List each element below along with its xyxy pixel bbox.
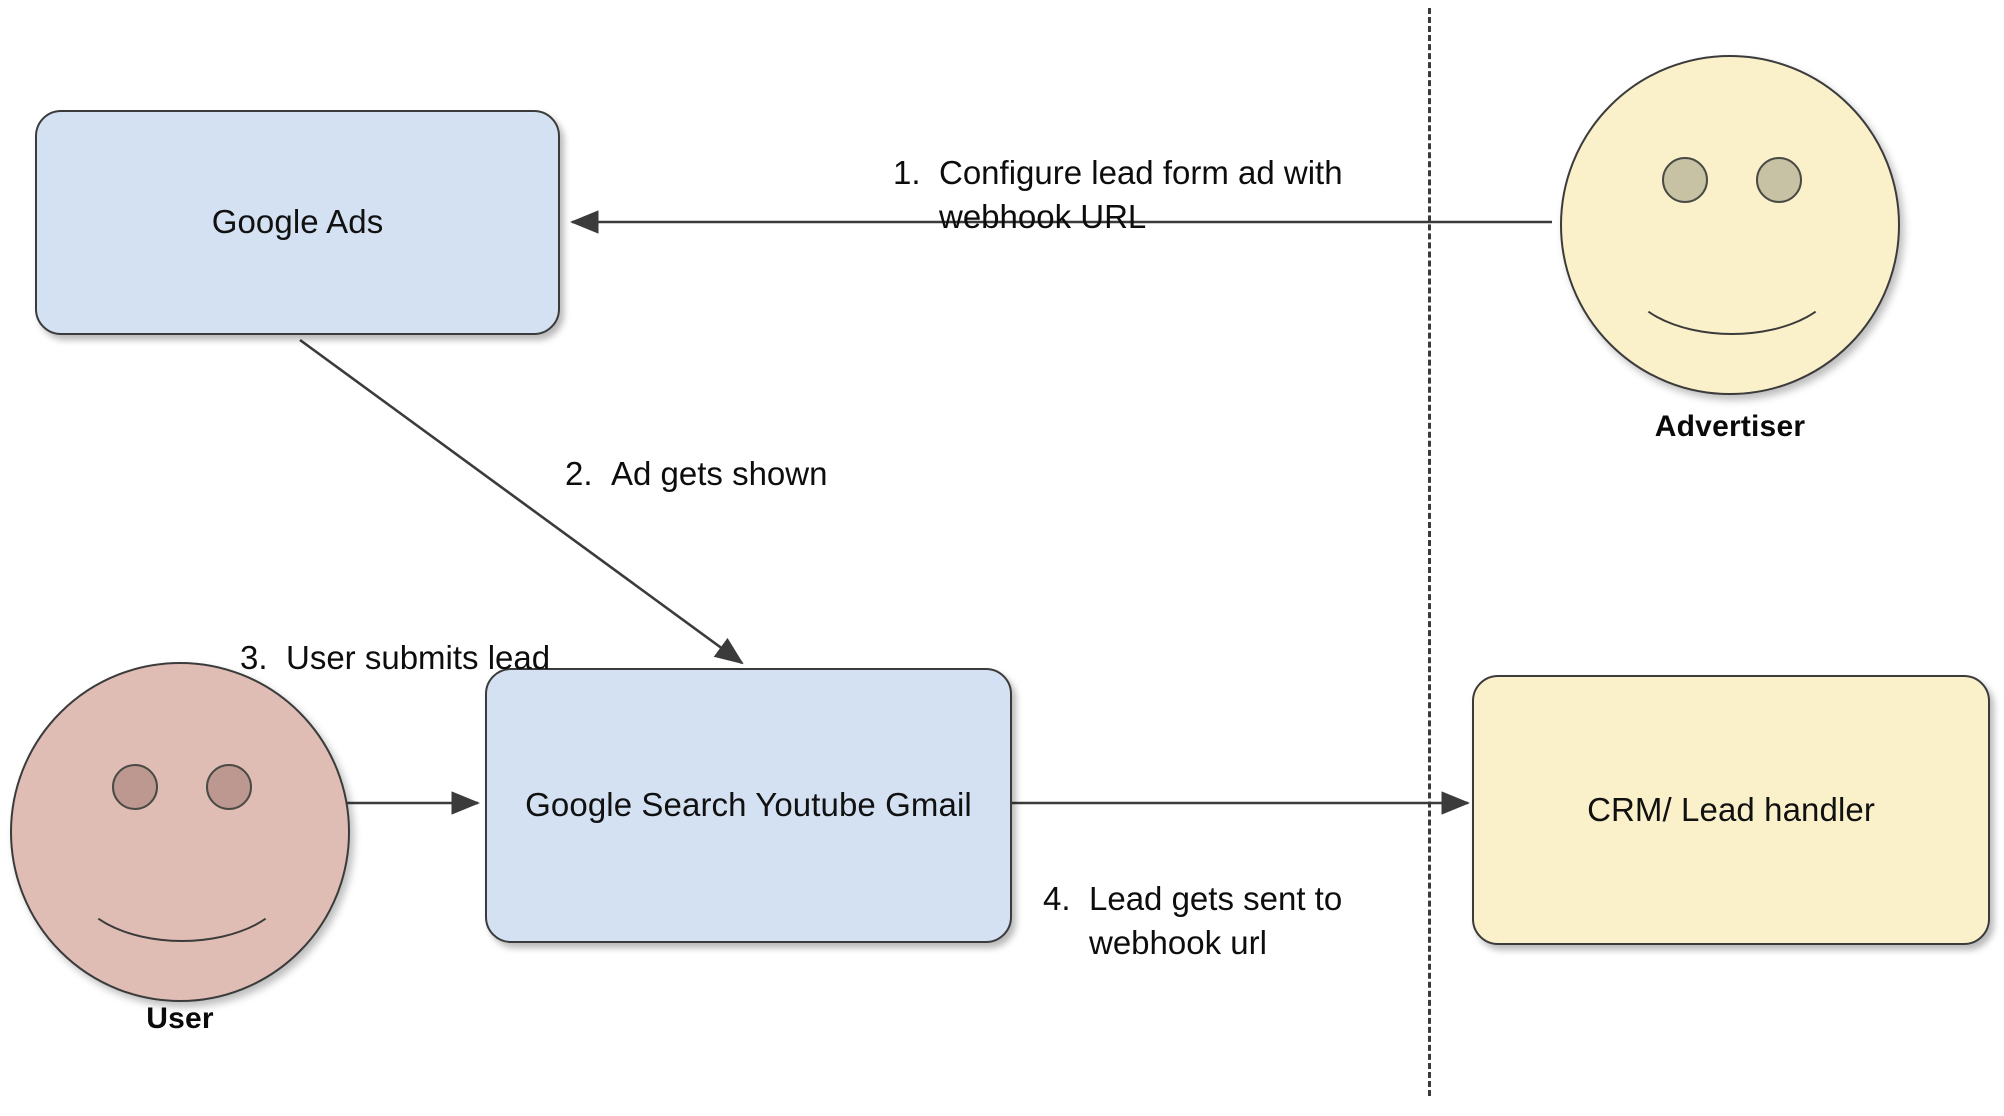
step-4-text: Lead gets sent to webhook url [1089,879,1343,961]
node-google-ads[interactable]: Google Ads [35,110,560,335]
node-google-surfaces[interactable]: Google Search Youtube Gmail [485,668,1012,943]
node-google-surfaces-label: Google Search Youtube Gmail [525,786,972,824]
step-3-number: 3. [240,638,268,676]
step-1-text: Configure lead form ad with webhook URL [939,153,1343,235]
step-3-label: 3. User submits lead [240,592,550,680]
user-smile-icon [75,824,289,942]
actor-user-face[interactable] [10,662,350,1002]
advertiser-left-eye-icon [1662,157,1708,203]
step-4-number: 4. [1043,879,1071,917]
node-google-ads-label: Google Ads [211,203,384,241]
step-2-label: 2. Ad gets shown [565,408,827,496]
step-4-label: 4. Lead gets sent to webhook url [1043,833,1342,965]
actor-advertiser-face[interactable] [1560,55,1900,395]
user-left-eye-icon [112,764,158,810]
node-crm-lead-handler[interactable]: CRM/ Lead handler [1472,675,1990,945]
user-right-eye-icon [206,764,252,810]
boundary-divider [1428,8,1431,1096]
node-crm-label: CRM/ Lead handler [1587,790,1875,828]
actor-advertiser-label: Advertiser [1654,410,1806,443]
step-2-text: Ad gets shown [611,454,828,492]
step-3-text: User submits lead [286,638,551,676]
advertiser-smile-icon [1625,217,1839,335]
step-1-number: 1. [893,153,921,191]
actor-user-label: User [146,1002,214,1035]
step-2-number: 2. [565,454,593,492]
step-1-label: 1. Configure lead form ad with webhook UR… [893,107,1343,239]
advertiser-right-eye-icon [1756,157,1802,203]
